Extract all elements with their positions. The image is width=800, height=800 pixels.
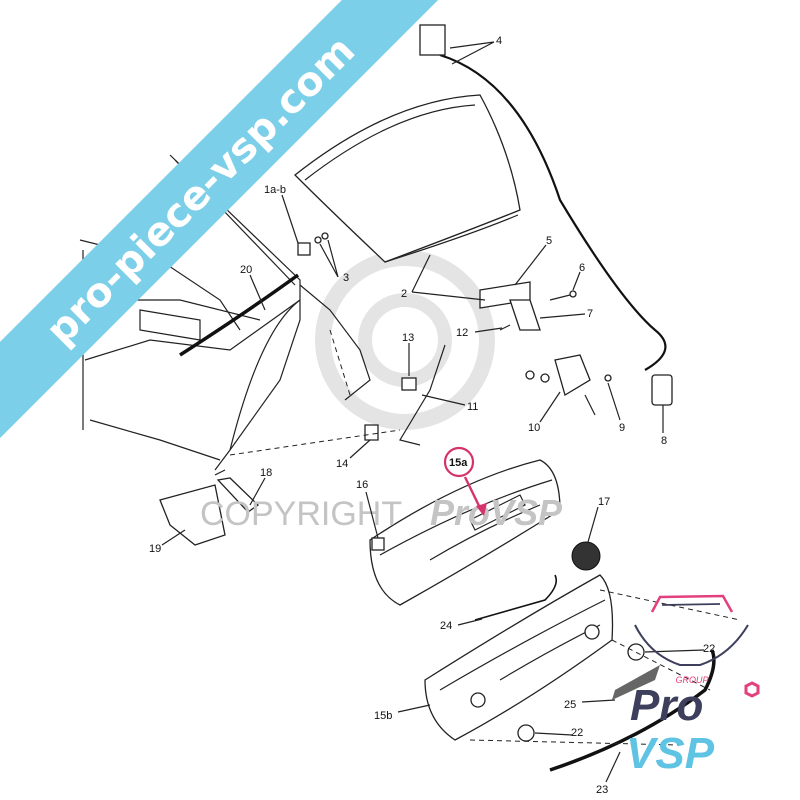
callout-22-upper: 22: [703, 643, 715, 655]
callout-19: 19: [149, 543, 161, 555]
latch-cover-8: [651, 374, 673, 406]
foglight-cover-22: [627, 643, 645, 661]
seal-strip-23: [549, 649, 716, 772]
copyright-brand: ProVSP: [430, 492, 563, 533]
badge-17: [571, 541, 601, 571]
callout-14: 14: [336, 458, 348, 470]
latch-7: [509, 299, 541, 331]
grille-25: [612, 665, 660, 700]
callout-22-lower: 22: [571, 727, 583, 739]
callout-8: 8: [661, 435, 667, 447]
trim-strip-24: [474, 574, 558, 621]
logo-vsp-text: VSP: [626, 729, 715, 778]
callout-6: 6: [579, 262, 585, 274]
callout-18: 18: [260, 467, 272, 479]
callout-7: 7: [587, 308, 593, 320]
callout-17: 17: [598, 496, 610, 508]
logo-hex-nut-icon: [744, 681, 760, 698]
callout-4: 4: [496, 35, 502, 47]
bracket-18: [216, 477, 260, 513]
bracket-16: [371, 537, 385, 551]
hood-panel: [294, 94, 521, 263]
callout-15b: 15b: [374, 710, 392, 722]
striker-10: [554, 354, 591, 396]
callout-25: 25: [564, 699, 576, 711]
logo-car-roof: [650, 594, 734, 613]
front-bumper-15b: [424, 574, 614, 741]
callout-15a: 15a: [449, 457, 468, 469]
prop-rod-11: [399, 344, 446, 446]
callout-10: 10: [528, 422, 540, 434]
hood-release-cable: [439, 53, 667, 371]
foglight-cover-22b: [517, 724, 535, 742]
callout-1a-b: 1a-b: [264, 184, 286, 196]
callout-5: 5: [546, 235, 552, 247]
logo-car-body: [634, 624, 749, 666]
leader-lines: [161, 41, 705, 783]
mud-flap-19: [159, 484, 226, 546]
stop-13: [401, 377, 417, 391]
logo-group-text: GROUP: [675, 675, 708, 685]
callout-13: 13: [402, 332, 414, 344]
buffer-14: [364, 424, 379, 441]
callout-23: 23: [596, 784, 608, 796]
highlight-circle-15a: [443, 446, 475, 478]
seal-strip-20: [179, 273, 300, 357]
callout-11: 11: [467, 401, 478, 413]
callout-12: 12: [456, 327, 468, 339]
callout-2: 2: [401, 288, 407, 300]
callout-3: 3: [343, 272, 349, 284]
pro-vsp-logo: GROUP Pro VSP: [626, 594, 760, 778]
callout-20: 20: [240, 264, 252, 276]
callout-16: 16: [356, 479, 368, 491]
front-bumper-15a: [369, 459, 561, 606]
callout-9: 9: [619, 422, 625, 434]
cable-handle: [419, 24, 446, 56]
callout-24: 24: [440, 620, 452, 632]
callout-labels: 4 1a-b 3 20 5 6 2 7 12 13 11 10 9 8 14 1…: [149, 35, 715, 796]
hinge-1a-b: [297, 242, 311, 256]
logo-pro-text: Pro: [630, 681, 703, 730]
